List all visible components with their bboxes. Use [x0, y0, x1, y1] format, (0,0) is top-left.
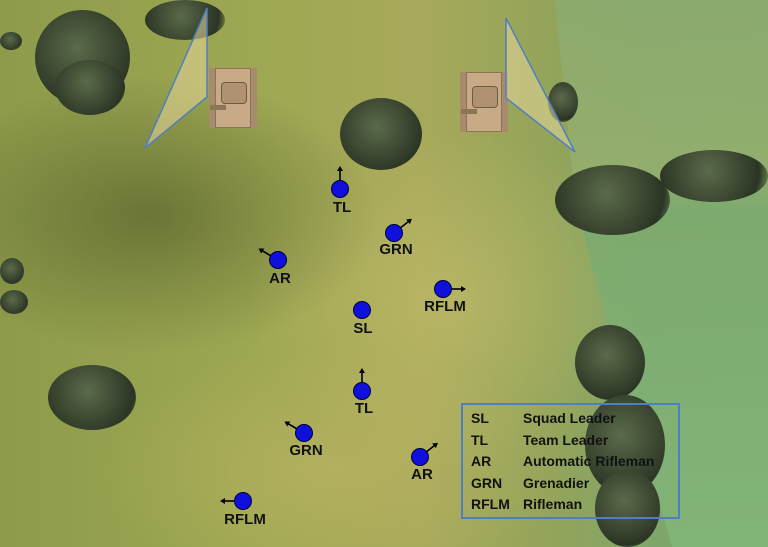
- legend-name: Automatic Rifleman: [523, 453, 655, 469]
- legend-name: Team Leader: [523, 432, 609, 448]
- right-sector-of-fire: [505, 17, 576, 153]
- heading-arrowhead-icon: [284, 421, 291, 427]
- unit-label: SL: [353, 320, 373, 337]
- heading-arrowhead-icon: [461, 286, 466, 292]
- unit-label: AR: [411, 466, 433, 483]
- unit-label: AR: [269, 270, 291, 287]
- tree-cluster: [575, 325, 645, 400]
- unit-marker-tl[interactable]: [353, 382, 371, 400]
- unit-marker-sl[interactable]: [353, 301, 371, 319]
- unit-label: TL: [332, 199, 352, 216]
- tank-icon: [209, 68, 257, 128]
- tree-cluster: [595, 470, 660, 547]
- left-sector-of-fire: [144, 7, 208, 149]
- tree: [0, 258, 24, 284]
- heading-arrowhead-icon: [359, 368, 365, 373]
- tree: [48, 365, 136, 430]
- legend-abbr: RFLM: [471, 496, 510, 512]
- unit-label: TL: [354, 400, 374, 417]
- legend-name: Squad Leader: [523, 410, 616, 426]
- unit-marker-rflm[interactable]: [234, 492, 252, 510]
- tank-icon: [460, 72, 508, 132]
- legend-abbr: AR: [471, 453, 492, 469]
- unit-marker-rflm[interactable]: [434, 280, 452, 298]
- legend-abbr: GRN: [471, 475, 503, 491]
- legend-abbr: SL: [471, 410, 489, 426]
- unit-label: GRN: [289, 442, 323, 459]
- unit-label: RFLM: [424, 298, 466, 315]
- tree-cluster: [145, 0, 225, 40]
- unit-label: RFLM: [224, 511, 266, 528]
- tree: [0, 32, 22, 50]
- unit-marker-tl[interactable]: [331, 180, 349, 198]
- legend-box: SL Squad Leader TL Team Leader AR Automa…: [461, 403, 680, 519]
- tree-line: [555, 165, 670, 235]
- unit-marker-ar[interactable]: [269, 251, 287, 269]
- tree: [0, 290, 28, 314]
- unit-marker-grn[interactable]: [385, 224, 403, 242]
- heading-arrowhead-icon: [337, 166, 343, 171]
- tree-cluster: [55, 60, 125, 115]
- heading-arrowhead-icon: [406, 218, 412, 225]
- legend-abbr: TL: [471, 432, 489, 448]
- legend-name: Grenadier: [523, 475, 590, 491]
- unit-label: GRN: [379, 241, 413, 258]
- tree: [340, 98, 422, 170]
- unit-marker-grn[interactable]: [295, 424, 313, 442]
- heading-arrowhead-icon: [258, 248, 265, 254]
- tree-line: [660, 150, 768, 202]
- heading-arrowhead-icon: [432, 442, 438, 449]
- legend-name: Rifleman: [523, 496, 583, 512]
- unit-marker-ar[interactable]: [411, 448, 429, 466]
- heading-arrowhead-icon: [220, 498, 225, 504]
